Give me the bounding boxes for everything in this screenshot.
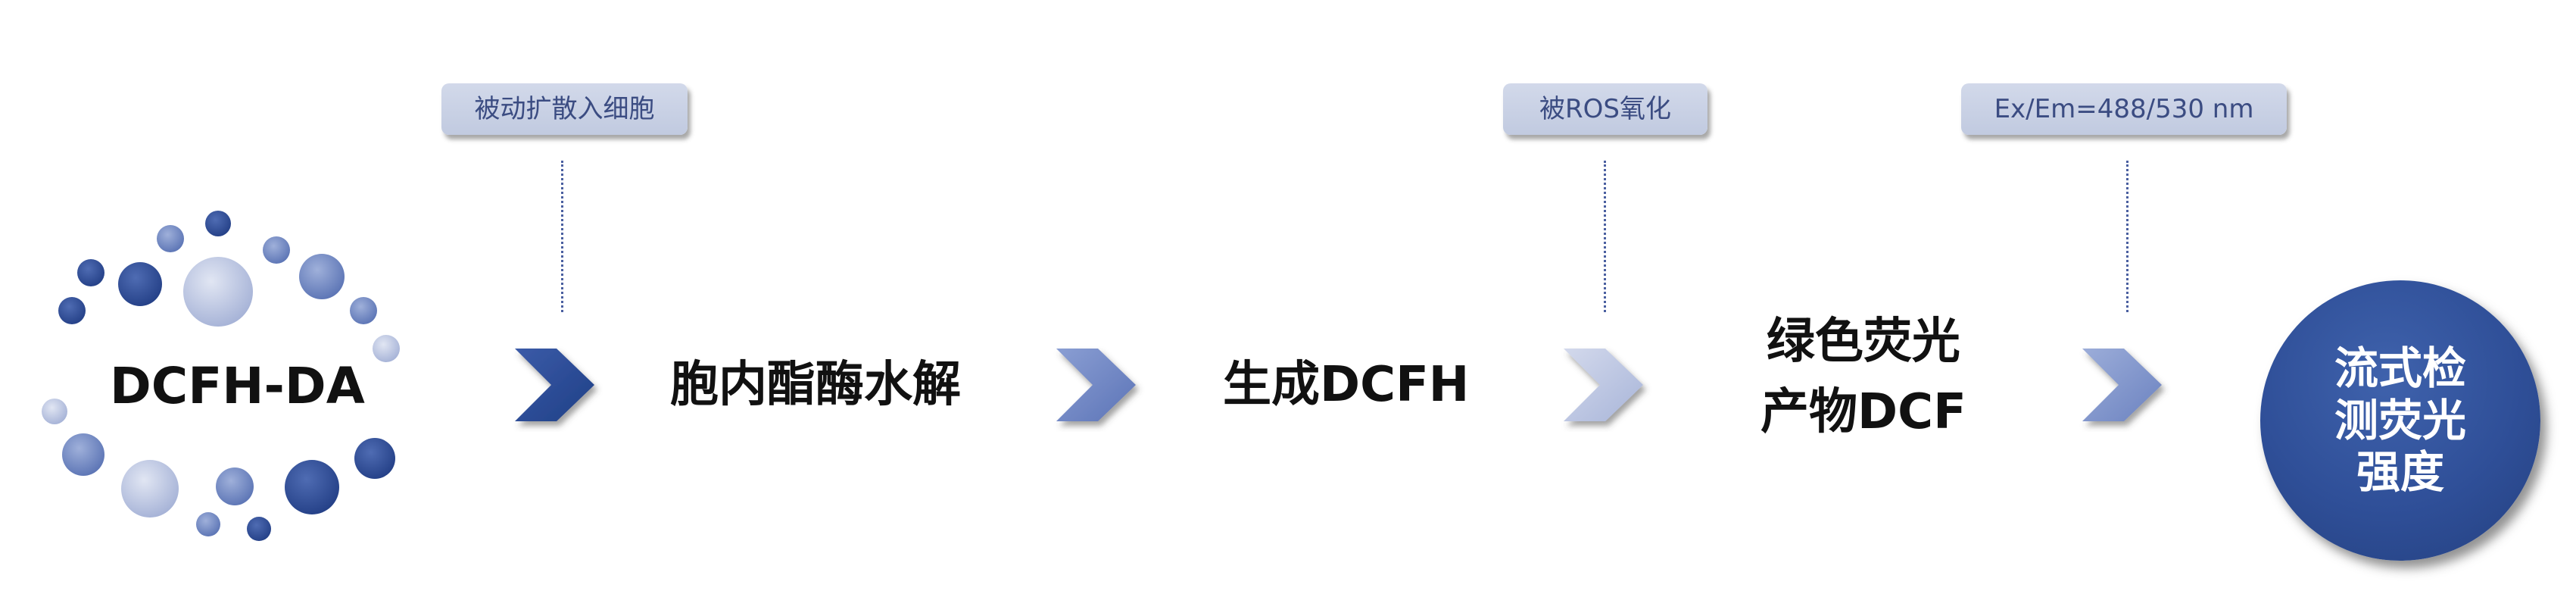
step-label-dcfh: 生成DCFH	[1223, 357, 1470, 413]
step-label-dcf: 绿色荧光 产物DCF	[1760, 314, 1966, 440]
chevron-right-icon	[1056, 349, 1136, 421]
final-label: 流式检 测荧光 强度	[2334, 342, 2466, 499]
dcfh-da-molecule	[42, 211, 400, 541]
annotation-ros-oxidation: 被ROS氧化	[1503, 83, 1707, 135]
annotation-ex-em: Ex/Em=488/530 nm	[1961, 83, 2287, 135]
chevron-right-icon	[1564, 349, 1643, 421]
dotted-connector-line	[1604, 161, 1606, 312]
step-label-hydrolysis: 胞内酯酶水解	[670, 357, 961, 413]
chevron-right-icon	[515, 349, 594, 421]
chevron-right-icon	[2082, 349, 2162, 421]
final-node-circle: 流式检 测荧光 强度	[2260, 280, 2540, 561]
start-label: DCFH-DA	[110, 357, 365, 415]
annotation-passive-diffusion: 被动扩散入细胞	[441, 83, 688, 135]
dotted-connector-line	[561, 161, 563, 312]
dotted-connector-line	[2126, 161, 2128, 312]
molecule-dots	[42, 211, 400, 541]
